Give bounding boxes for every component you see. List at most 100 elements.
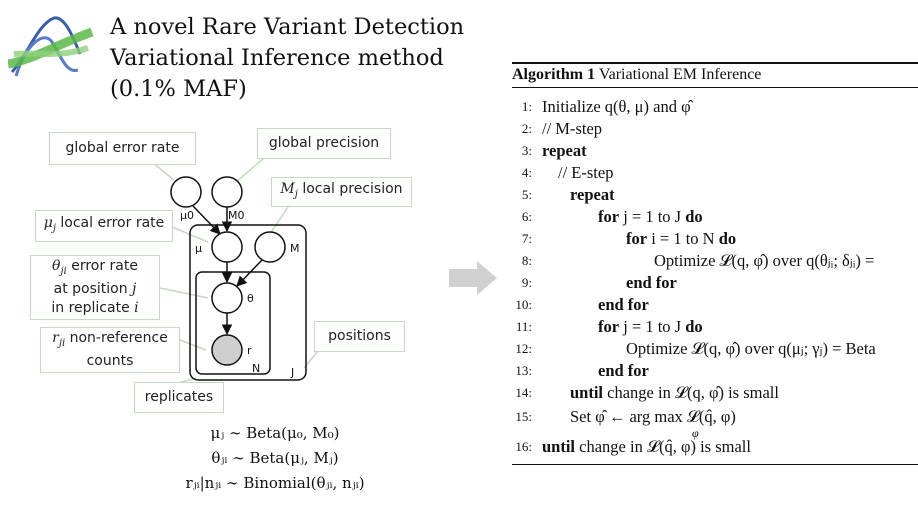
callout-global-precision: global precision [257,128,391,159]
line-text: j = 1 to J [619,317,686,336]
keyword: until [542,437,576,456]
label-mu: μ [195,242,202,255]
var-j: j [132,281,137,298]
line-number: 3: [521,143,532,158]
label-r: r [247,344,252,357]
line-code: Optimize 𝓛(q, φ̂) over q(θⱼᵢ; δⱼᵢ) = [654,250,874,272]
callout-non-reference-counts: rji non-reference counts [40,327,180,373]
arrow-right-icon [449,261,497,295]
dna-logo [8,16,94,77]
argmax-subscript: φ [692,426,699,440]
title-line-3: (0.1% MAF) [110,76,247,102]
algorithm-number: Algorithm 1 [512,66,596,83]
line-text: Optimize 𝓛(q, φ̂) over q(θⱼᵢ; δⱼᵢ) = [654,251,875,270]
equation-r: rⱼᵢ|nⱼᵢ ∼ Binomial(θⱼᵢ, nⱼᵢ) [185,474,365,492]
line-code: Optimize 𝓛(q, φ̂) over q(μⱼ; γⱼ) = Beta [626,338,876,360]
keyword: for [626,229,648,248]
sub-j: j [294,188,298,200]
keyword: do [718,229,737,248]
line-code: // M-step [542,118,602,140]
label-plate-N: N [252,362,260,375]
line-text: j = 1 to J [619,207,686,226]
algorithm-box: Algorithm 1 Variational EM Inference 1: I… [512,62,918,466]
line-text: i = 1 to N [647,229,719,248]
line-text: // M-step [542,119,603,138]
algorithm-bottom-rule [512,464,918,465]
line-code: repeat [570,184,615,206]
keyword: do [685,207,703,226]
label-M: M [290,242,300,255]
line-number: 15: [515,409,532,424]
node-theta [211,282,243,314]
algorithm-title: Algorithm 1 Variational EM Inference [512,66,761,84]
model-edges [192,205,263,336]
callout-text: at position [53,281,133,298]
callout-text: local error rate [55,215,165,232]
line-text: end for [598,295,649,314]
algorithm-top-rule [512,62,918,64]
line-code: Initialize q(θ, μ) and φ̂ [542,96,691,118]
sub-j: j [52,222,56,234]
callout-text: positions [328,328,391,344]
line-text: end for [598,361,649,380]
line-code: // E-step [558,162,613,184]
line-text: end for [626,273,677,292]
plate-N [195,271,271,375]
callout-text: replicates [144,389,214,405]
line-text: change in 𝓛(q, φ̂) is small [603,383,779,402]
line-code: for i = 1 to N do [626,228,736,250]
keyword: for [598,317,620,336]
line-text: Optimize 𝓛(q, φ̂) over q(μⱼ; γⱼ) = Beta [626,339,876,358]
sub-ji: ji [58,337,66,349]
label-M0: M0 [228,209,245,222]
line-number: 5: [521,187,532,202]
line-number: 12: [515,341,532,356]
label-mu0: μ0 [180,209,194,222]
callout-text: global precision [268,135,380,151]
line-code: end for [598,294,649,316]
line-number: 2: [521,121,532,136]
line-code: until change in 𝓛(q, φ̂) is small [570,382,779,404]
page-title: A novel Rare Variant Detection Variation… [110,12,480,105]
line-number: 6: [521,209,532,224]
line-number: 10: [515,297,532,312]
node-mu [211,231,243,263]
algorithm-mid-rule [512,87,918,88]
symbol-M: M [280,181,295,198]
line-text: Set φ̂ ← arg max 𝓛(q̂, φ) [570,407,736,426]
symbol-mu: μ [43,215,53,232]
label-theta: θ [247,292,254,305]
callout-text: non-reference [65,329,168,346]
line-number: 13: [515,363,532,378]
node-r-observed [211,334,243,366]
line-code: Set φ̂ ← arg max 𝓛(q̂, φ)φ [570,406,736,440]
equation-theta: θⱼᵢ ∼ Beta(μⱼ, Mⱼ) [211,449,339,467]
title-line-2: Variational Inference method [110,45,444,71]
plate-J [189,224,307,381]
var-i: i [134,300,139,317]
line-code: until change in 𝓛(q̂, φ) is small [542,436,751,458]
callout-theta-error-rate: θji error rate at position j in replicat… [30,255,160,320]
line-number: 1: [521,99,532,114]
keyword: do [685,317,703,336]
callout-text: counts [86,353,134,370]
title-line-1: A novel Rare Variant Detection [110,14,465,40]
algorithm-name: Variational EM Inference [595,66,762,83]
line-code: for j = 1 to J do [598,316,703,338]
callout-text: local precision [297,181,403,198]
line-text: Initialize q(θ, μ) and φ̂ [542,97,691,116]
callout-text: in replicate [51,300,135,317]
callout-positions: positions [314,321,405,352]
callout-global-error-rate: global error rate [49,132,196,165]
callout-replicates: replicates [134,382,224,413]
keyword: until [570,383,604,402]
symbol-r: r [52,329,59,346]
line-code: repeat [542,140,587,162]
line-code: end for [598,360,649,382]
line-code: for j = 1 to J do [598,206,703,228]
line-number: 16: [515,439,532,454]
line-text: repeat [570,185,615,204]
line-text: change in 𝓛(q̂, φ) is small [575,437,751,456]
callout-text: global error rate [65,140,180,156]
